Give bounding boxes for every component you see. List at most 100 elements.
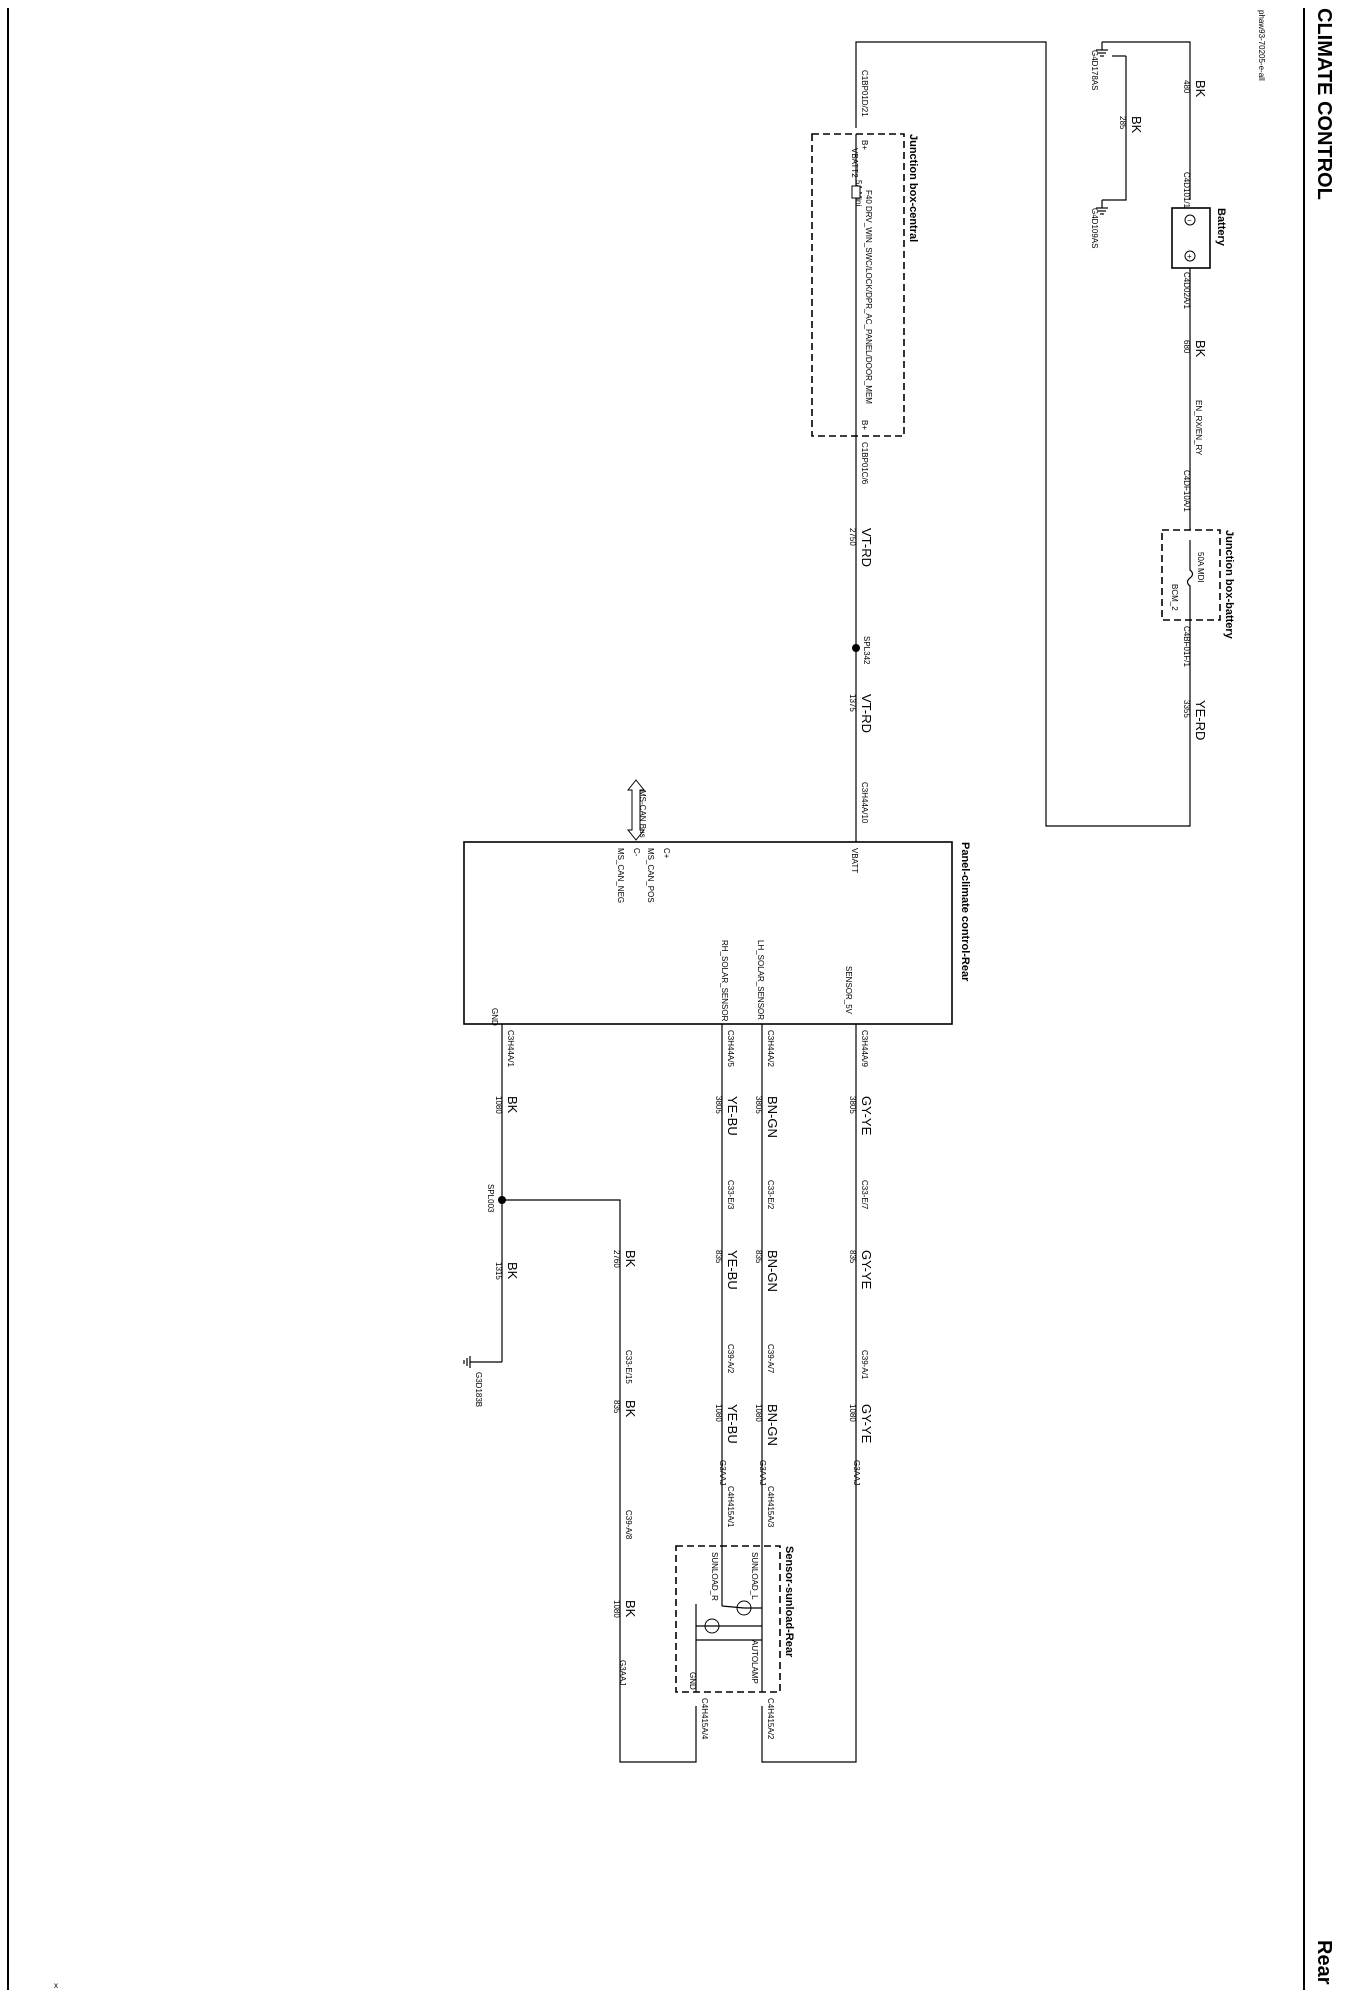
wire-vt-rd-1375-gauge: 1375 [848, 694, 857, 712]
c33e2-label: C33-E/2 [766, 1180, 775, 1210]
battery-neg-conn: C4D101/1 [1182, 172, 1191, 209]
wire-bk-2760 [502, 1199, 697, 1763]
c33e3-label: C33-E/3 [726, 1180, 735, 1210]
bngn2-gauge: 835 [754, 1250, 763, 1264]
battery-neg-terminal [1184, 214, 1196, 226]
bngn3-gauge: 1080 [754, 1404, 763, 1422]
c39a7-label: C39-A/7 [766, 1344, 775, 1374]
sunload-pin-auto: AUTOLAMP [750, 1640, 759, 1684]
c39a2-label: C39-A/2 [726, 1344, 735, 1374]
conn-bngn-panel: C3H44A/2 [766, 1030, 775, 1067]
c33e15-label: C33-E/15 [624, 1350, 633, 1384]
wire-ye-rd-3355-color: YE-RD [1193, 700, 1208, 740]
ground-g4d178as [1096, 42, 1108, 57]
jb-central-box [811, 133, 905, 437]
wire-bk-285 [1102, 56, 1127, 201]
jb-battery-out-conn: C4BF01F/1 [1182, 626, 1191, 667]
yebu3-color: YE-BU [725, 1404, 740, 1444]
g3aaj-label-4: G3AAJ [618, 1660, 627, 1685]
sunload-conn-r: C4H415A/1 [726, 1486, 735, 1528]
ground-g4d178as-label: G4D178AS [1090, 50, 1099, 90]
splice-spl342 [852, 644, 860, 652]
wire-bk-480-color: BK [1193, 80, 1208, 98]
panel-vbatt-conn: C3H44A/10 [860, 782, 869, 824]
gyye2-color: GY-YE [859, 1250, 874, 1290]
bngn1-gauge: 3805 [754, 1096, 763, 1114]
c39a8-label: C39-A/8 [624, 1510, 633, 1540]
jbc-fuse-symbol [851, 185, 861, 199]
gyye2-gauge: 835 [848, 1250, 857, 1264]
jb-battery-label: Junction box-battery [1223, 530, 1235, 640]
panel-sensor-5v: SENSOR_5V [844, 966, 853, 1015]
sunload-photo-diode-1 [695, 1546, 763, 1692]
jbc-left-conn: C1BP01D/21 [860, 70, 869, 117]
bngn1-color: BN-GN [765, 1096, 780, 1138]
battery-label: Battery [1215, 208, 1227, 247]
splice-spl342-label: SPL342 [862, 636, 871, 665]
bk4-gauge: 835 [612, 1400, 621, 1414]
sunload-pin-l: SUNLOAD_L [750, 1552, 759, 1600]
gyye3-gauge: 1080 [848, 1404, 857, 1422]
panel-vbatt-pin: VBATT [850, 848, 859, 873]
wire-bk-680-gauge: 680 [1182, 340, 1191, 354]
jb-battery-fuse: 50A MDI [1196, 552, 1205, 583]
g3aaj-label-1: G3AAJ [852, 1460, 861, 1485]
jbc-right-pin: B+ [860, 420, 869, 430]
yebu3-gauge: 1080 [714, 1404, 723, 1422]
wire-ye-rd-3355-gauge: 3355 [1182, 700, 1191, 718]
ms-can-bus-label: MS-CAN Bus [638, 790, 647, 838]
panel-rh-solar: RH_SOLAR_SENSOR [720, 940, 729, 1022]
wire-vt-rd-2750-gauge: 2750 [848, 528, 857, 546]
bk5-gauge: 1080 [612, 1600, 621, 1618]
bk1-gauge: 1080 [494, 1096, 503, 1114]
bk2-gauge: 1315 [494, 1262, 503, 1280]
page-title: CLIMATE CONTROL [1313, 8, 1335, 200]
wire-bk-285-color: BK [1129, 116, 1144, 134]
g3aaj-label-2: G3AAJ [758, 1460, 767, 1485]
jb-central-label: Junction box-central [907, 134, 919, 242]
panel-lh-solar: LH_SOLAR_SENSOR [756, 940, 765, 1020]
bk1-color: BK [505, 1096, 520, 1114]
bk3-gauge: 2760 [612, 1250, 621, 1268]
bk3-color: BK [623, 1250, 638, 1268]
bk2-color: BK [505, 1262, 520, 1280]
ground-g3d183b-label: G3D183B [474, 1372, 483, 1407]
battery-pos-conn: C4D02A/1 [1182, 272, 1191, 309]
jb-battery-box [1161, 529, 1221, 621]
panel-label: Panel-climate control-Rear [959, 842, 971, 982]
gyye3-color: GY-YE [859, 1404, 874, 1444]
sunload-label: Sensor-sunload-Rear [783, 1546, 795, 1658]
yebu2-gauge: 835 [714, 1250, 723, 1264]
panel-gnd-pin: GND [490, 1008, 499, 1026]
bk4-color: BK [623, 1400, 638, 1418]
c33e7-label: C33-E/7 [860, 1180, 869, 1210]
battery-pos-terminal [1184, 250, 1196, 262]
splice-spl003-label: SPL003 [486, 1184, 495, 1213]
jb-battery-circuit: BCM_2 [1170, 584, 1179, 611]
conn-yebu-panel: C3H44A/5 [726, 1030, 735, 1067]
yebu1-color: YE-BU [725, 1096, 740, 1136]
ground-g4d109as [1096, 200, 1108, 215]
wire-vt-rd-2750-color: VT-RD [859, 528, 874, 567]
panel-c-minus: C- [632, 848, 641, 857]
jbc-vbatt2: VBATT2 [850, 148, 859, 178]
c39a1-label: C39-A/1 [860, 1350, 869, 1380]
splice-spl003 [498, 1196, 506, 1204]
wire-bk-680-color: BK [1193, 340, 1208, 358]
panel-climate-control-box [463, 841, 953, 1025]
ground-g4d109as-label: G4D109AS [1090, 208, 1099, 248]
sunload-pin-r: SUNLOAD_R [710, 1552, 719, 1601]
bngn3-color: BN-GN [765, 1404, 780, 1446]
sunload-conn-gnd: C4H415A/4 [700, 1698, 709, 1740]
panel-c-plus: C+ [662, 848, 671, 859]
bk5-color: BK [623, 1600, 638, 1618]
jbc-circuit: DRV_WIN_SWC/LOCK/DPR_AC_PANEL/DOOR_MEM [864, 206, 873, 404]
yebu1-gauge: 3805 [714, 1096, 723, 1114]
wire-bk-285-gauge: 285 [1118, 116, 1127, 130]
sunload-conn-auto: C4H415A/2 [766, 1698, 775, 1740]
conn-gyye-panel: C3H44A/9 [860, 1030, 869, 1067]
jbc-right-conn: C1BP01C/6 [860, 442, 869, 485]
document-id: phaw93-70205-e-all [1257, 10, 1266, 81]
sunload-pin-gnd: GND [688, 1672, 697, 1690]
